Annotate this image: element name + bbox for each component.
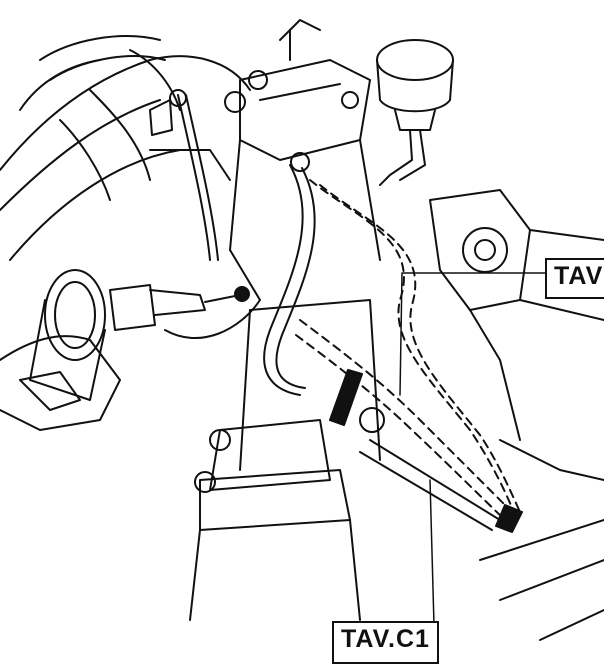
right-switch-housing [429, 189, 604, 481]
handlebar-grip [19, 35, 166, 111]
fasteners [194, 70, 385, 493]
leader-line-tav-c1 [429, 479, 435, 626]
hose-clamps [329, 369, 523, 533]
wiring-connector [109, 284, 261, 339]
upper-harness [149, 89, 219, 261]
brake-fluid-reservoir [376, 39, 454, 186]
solid-hose [263, 164, 316, 396]
left-frame-body [0, 49, 251, 431]
lower-right-frame [479, 519, 604, 641]
callout-label-tav-c1: TAV.C1 [332, 621, 439, 664]
headlight-bracket [29, 269, 106, 401]
hidden-hose-dashed [295, 179, 521, 521]
leader-lines [399, 272, 546, 626]
leader-line-tav [399, 272, 546, 396]
lower-brake-hose [359, 439, 501, 531]
callout-label-tav: TAV [545, 258, 604, 299]
steering-head [189, 19, 381, 621]
